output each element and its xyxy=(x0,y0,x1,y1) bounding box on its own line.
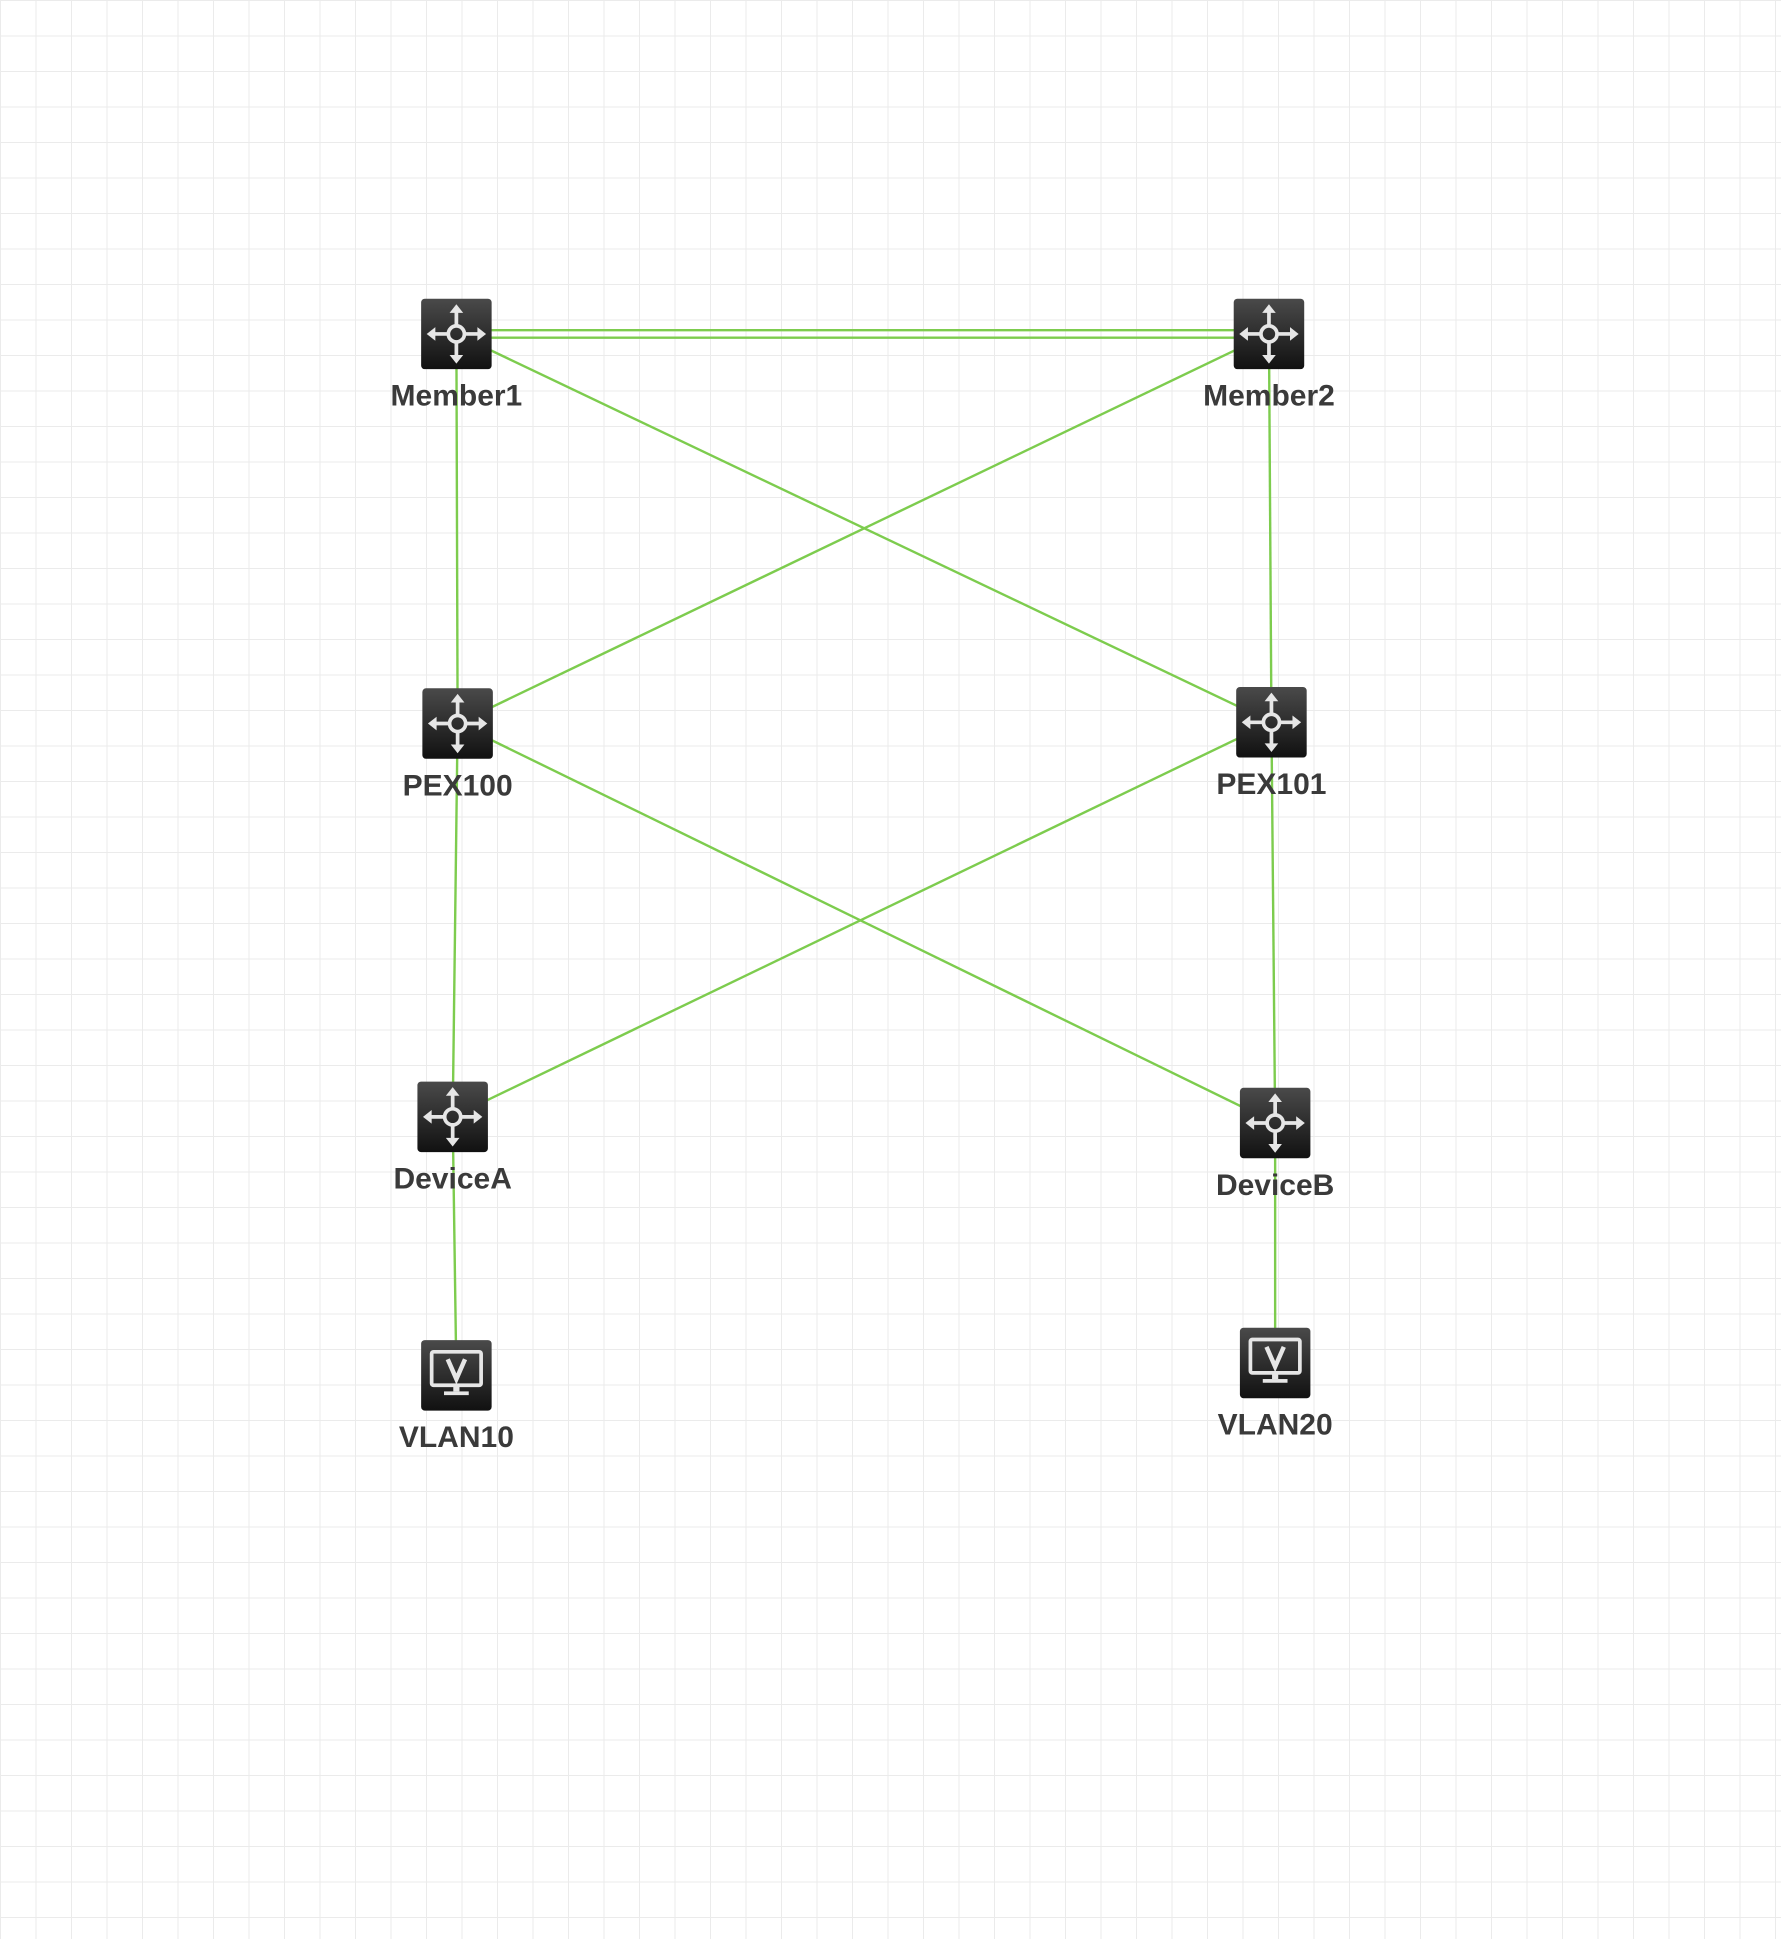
node-pex101[interactable]: PEX101 xyxy=(1216,687,1326,801)
link-member1-pex100[interactable] xyxy=(455,333,459,724)
link-member1-member2[interactable] xyxy=(456,329,1269,339)
node-member1[interactable]: Member1 xyxy=(391,298,523,413)
node-label: PEX101 xyxy=(1216,768,1326,801)
switch-icon[interactable] xyxy=(1236,687,1307,758)
links-layer xyxy=(451,329,1277,1376)
vlan-monitor-icon[interactable] xyxy=(1239,1327,1311,1399)
node-label: VLAN10 xyxy=(399,1421,514,1454)
link-member2-pex101[interactable] xyxy=(1267,333,1273,723)
node-pex100[interactable]: PEX100 xyxy=(403,688,513,802)
switch-icon[interactable] xyxy=(421,298,492,370)
node-deviceb[interactable]: DeviceB xyxy=(1216,1087,1334,1202)
vlan-monitor-icon[interactable] xyxy=(421,1340,492,1411)
link-pex100-devicea[interactable] xyxy=(451,723,459,1117)
node-label: DeviceA xyxy=(393,1163,511,1196)
link-member2-pex100[interactable] xyxy=(457,332,1270,725)
switch-icon[interactable] xyxy=(422,688,493,759)
switch-icon[interactable] xyxy=(1233,298,1305,370)
node-member2[interactable]: Member2 xyxy=(1203,298,1335,413)
node-label: Member2 xyxy=(1203,380,1335,413)
node-vlan20[interactable]: VLAN20 xyxy=(1218,1327,1333,1442)
node-label: DeviceB xyxy=(1216,1169,1334,1202)
node-label: PEX100 xyxy=(403,769,513,802)
node-label: VLAN20 xyxy=(1218,1409,1333,1442)
switch-icon[interactable] xyxy=(417,1081,488,1153)
link-pex100-deviceb[interactable] xyxy=(457,722,1276,1125)
link-devicea-vlan10[interactable] xyxy=(451,1116,458,1376)
node-label: Member1 xyxy=(391,380,523,413)
switch-icon[interactable] xyxy=(1239,1087,1311,1159)
link-pex101-deviceb[interactable] xyxy=(1270,722,1277,1124)
link-pex101-devicea[interactable] xyxy=(452,721,1272,1118)
node-devicea[interactable]: DeviceA xyxy=(393,1081,512,1196)
node-vlan10[interactable]: VLAN10 xyxy=(399,1340,514,1454)
